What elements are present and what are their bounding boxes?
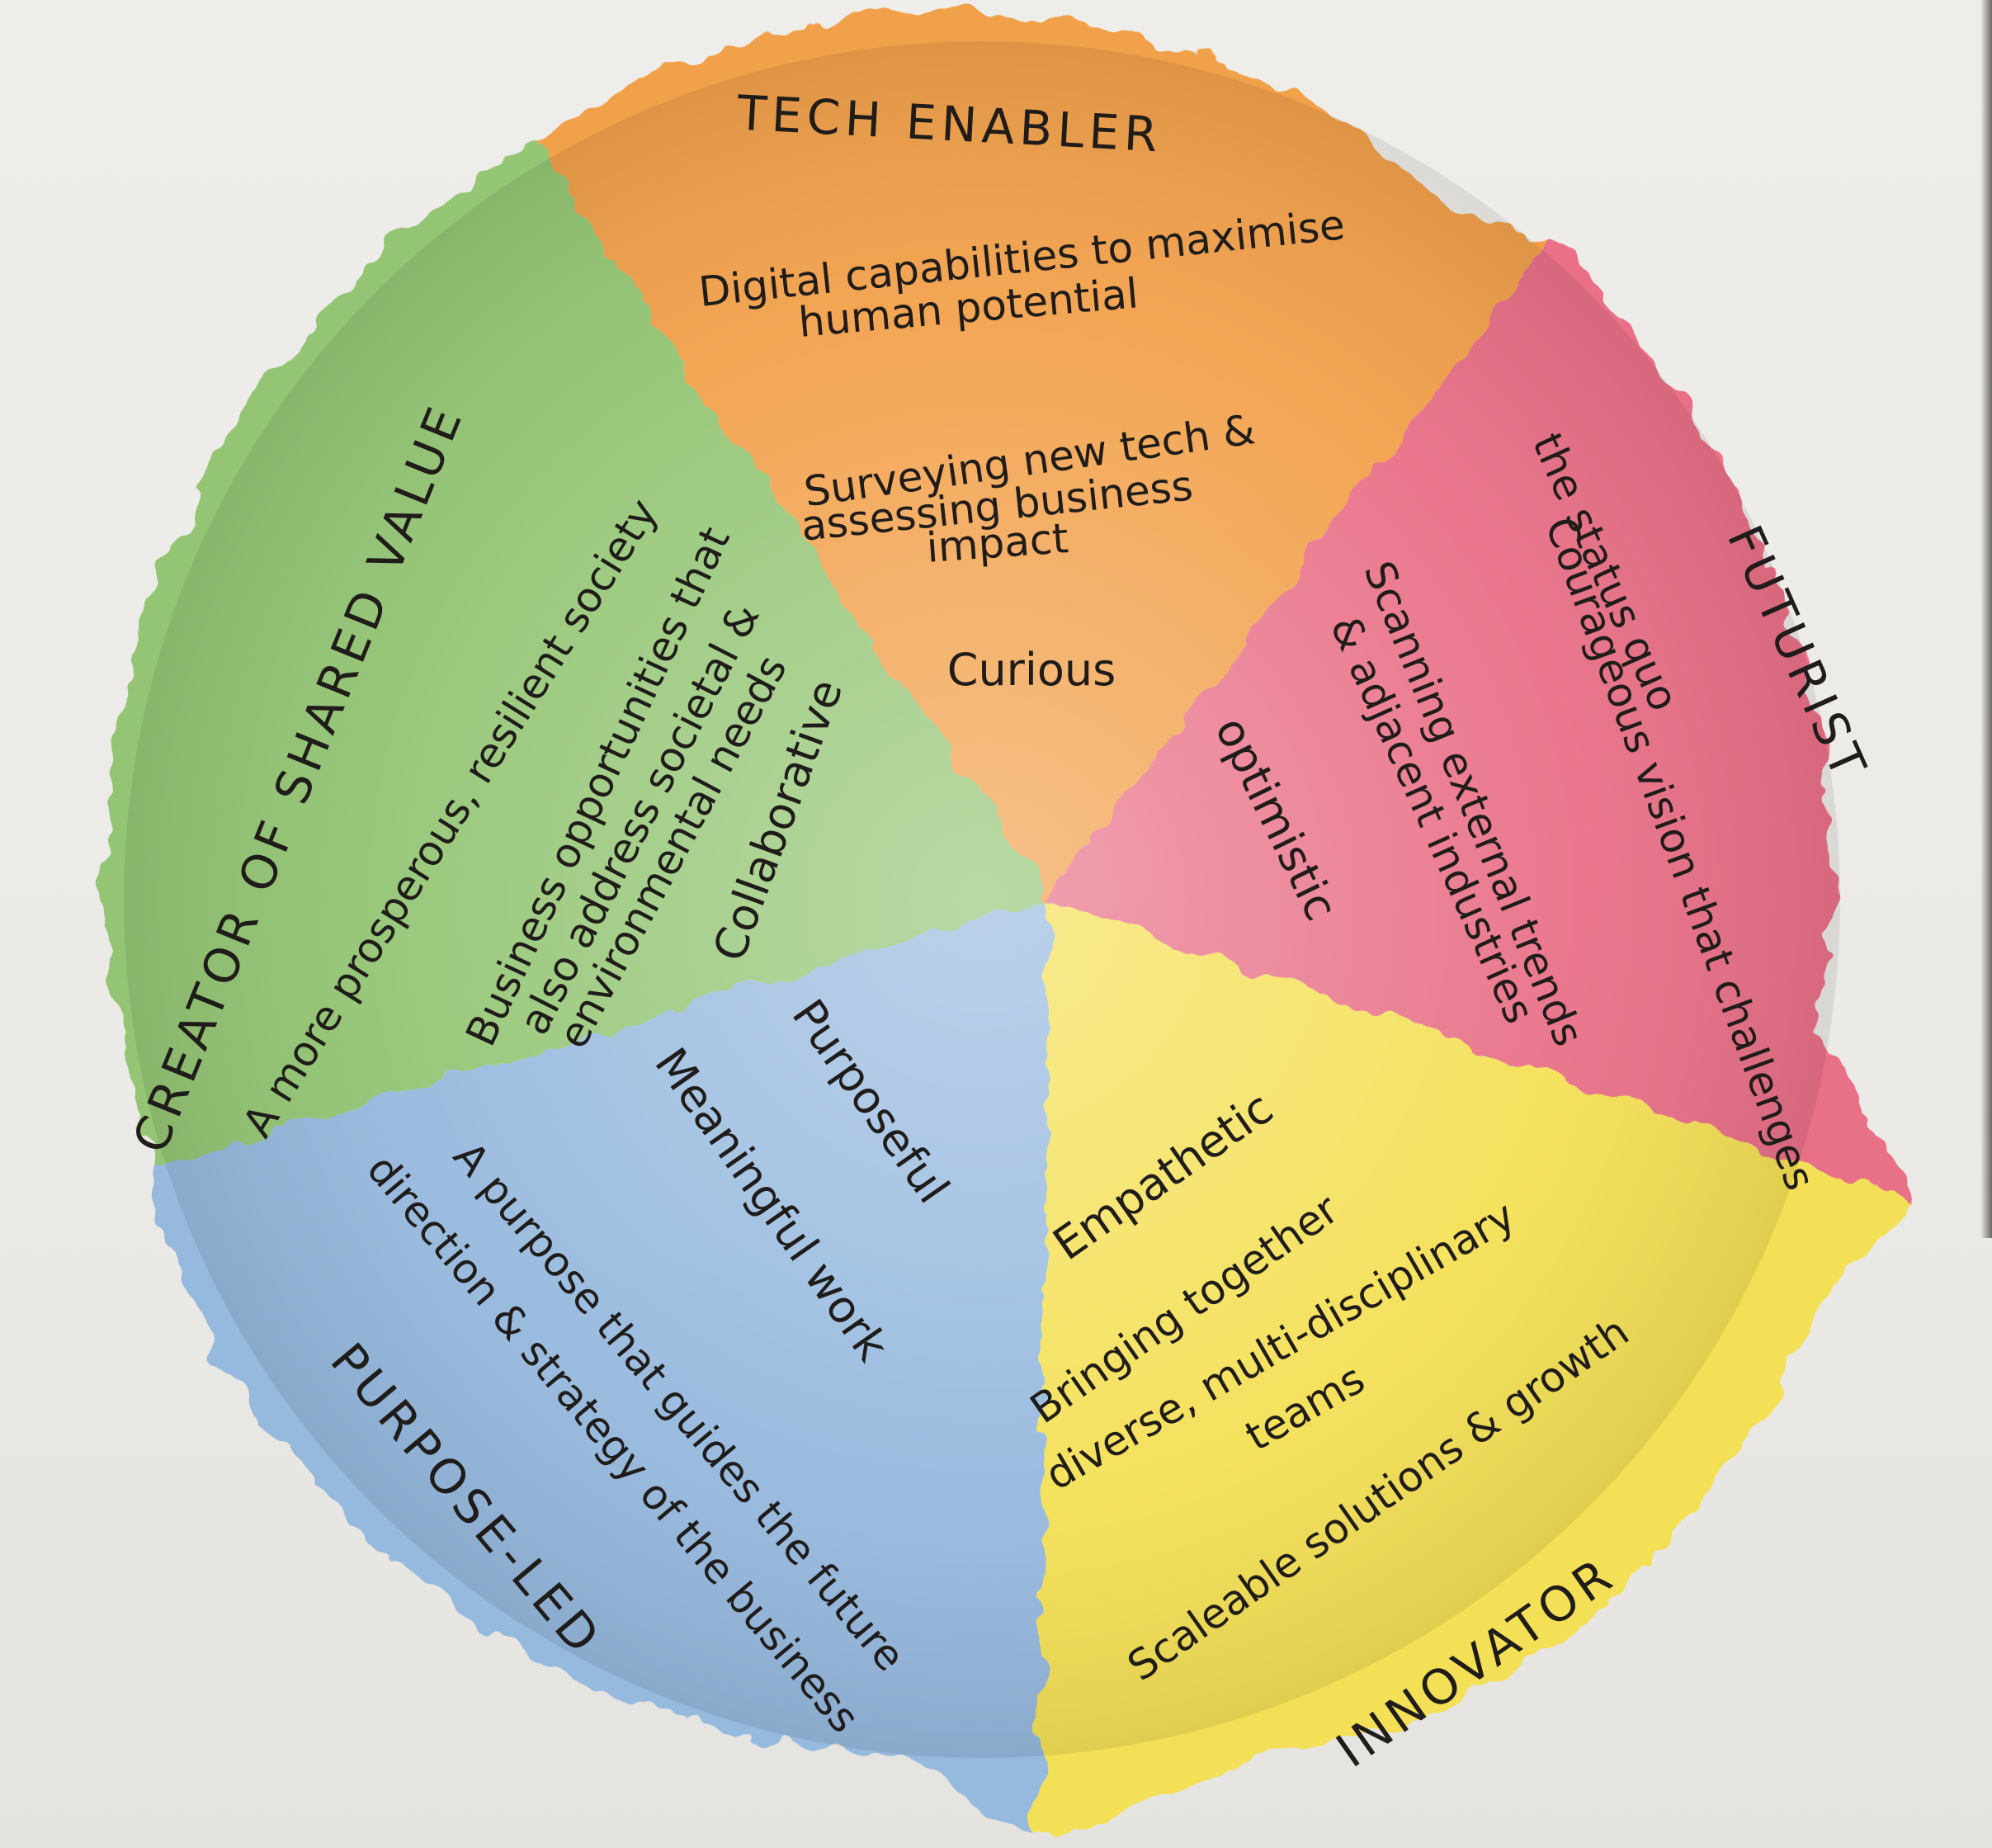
- tech-enabler-trait: Curious: [947, 644, 1116, 696]
- paper-shadow-edge: [1980, 0, 1992, 1238]
- tech-enabler-activity-line-3: impact: [925, 514, 1070, 572]
